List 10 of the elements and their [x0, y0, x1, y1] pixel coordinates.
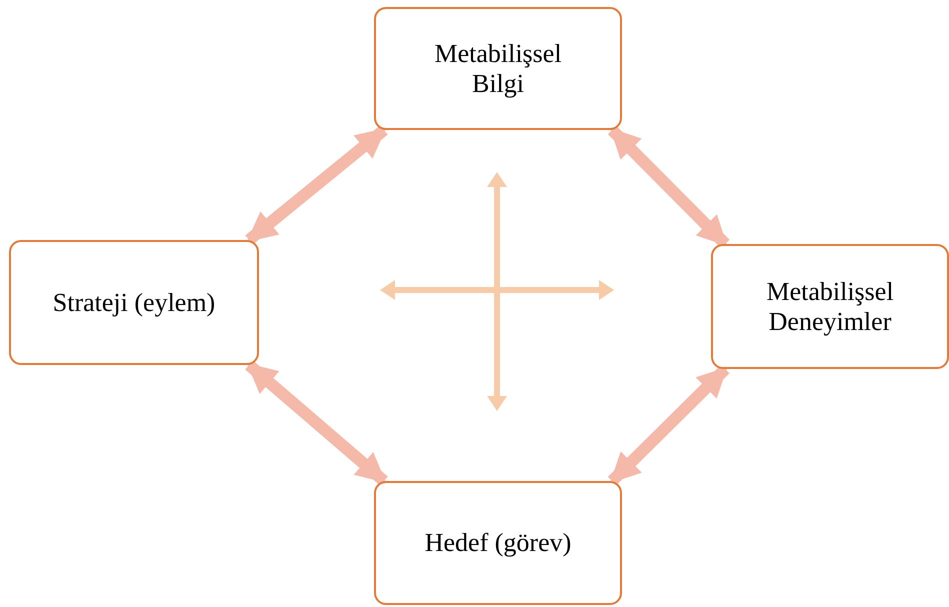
process-box	[711, 244, 949, 369]
box-label: Strateji (eylem)	[52, 288, 216, 318]
box-label: Hedef (görev)	[424, 528, 572, 558]
box-label: Metabilişsel Deneyimler	[765, 276, 895, 336]
box-label: Metabilişsel Bilgi	[433, 38, 563, 98]
process-box	[9, 240, 259, 365]
double-arrow	[245, 125, 388, 245]
process-box	[374, 7, 622, 130]
process-box	[374, 481, 622, 605]
double-arrow	[245, 360, 388, 486]
